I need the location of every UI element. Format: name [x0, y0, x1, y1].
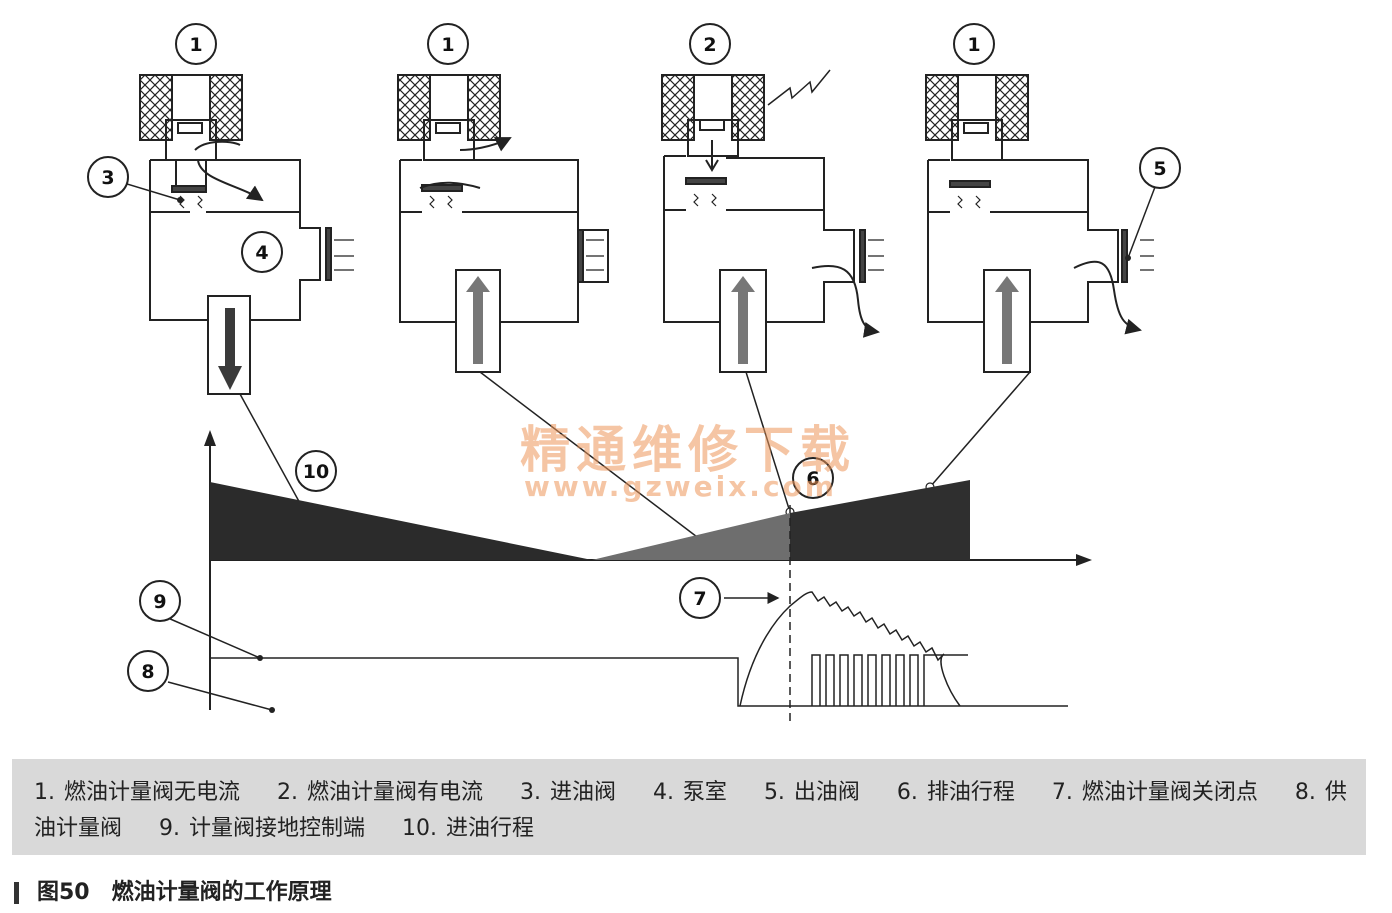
legend-item: 5. 出油阀 — [763, 780, 860, 805]
svg-text:4: 4 — [255, 242, 268, 264]
svg-text:1: 1 — [189, 34, 202, 56]
signal-traces — [167, 591, 1068, 711]
valve-unit-2 — [397, 74, 609, 373]
svg-text:2: 2 — [703, 34, 716, 56]
legend-item: 2. 燃油计量阀有电流 — [276, 780, 483, 805]
svg-text:1: 1 — [441, 34, 454, 56]
current-curve — [739, 591, 961, 707]
callout-intake-stroke: 10 — [295, 450, 337, 492]
callout-v4: 1 — [953, 23, 995, 65]
callout-v3: 2 — [689, 23, 731, 65]
callout-outlet-valve: 5 — [1125, 147, 1181, 261]
callout-v2: 1 — [427, 23, 469, 65]
legend-list: 1. 燃油计量阀无电流 2. 燃油计量阀有电流 3. 进油阀 4. 泵室 5. … — [34, 775, 1354, 847]
svg-text:5: 5 — [1153, 158, 1166, 180]
callout-discharge-stroke: 6 — [792, 457, 834, 499]
watermark-url: www.gzweix.com — [524, 470, 837, 503]
pwm-pulses — [811, 654, 968, 706]
valve-unit-3 — [661, 69, 884, 373]
svg-text:8: 8 — [141, 661, 154, 683]
stroke-graph — [204, 430, 1092, 710]
watermark-text: 精通维修下载 — [520, 420, 856, 479]
intake-stroke-area — [210, 482, 592, 560]
legend-item: 6. 排油行程 — [896, 780, 1015, 805]
callout-pump-chamber: 4 — [241, 231, 283, 273]
legend-item: 10. 进油行程 — [402, 816, 534, 841]
caption-text: 图50 燃油计量阀的工作原理 — [37, 880, 332, 905]
legend-item: 7. 燃油计量阀关闭点 — [1051, 780, 1258, 805]
legend-box: 1. 燃油计量阀无电流 2. 燃油计量阀有电流 3. 进油阀 4. 泵室 5. … — [12, 759, 1366, 855]
discharge-stroke-area-light — [592, 513, 790, 560]
svg-text:9: 9 — [153, 591, 166, 613]
svg-text:3: 3 — [101, 167, 114, 189]
callout-inlet-valve: 3 — [87, 156, 183, 203]
callout-closing-point: 7 — [679, 577, 780, 619]
valve-unit-1 — [139, 74, 354, 395]
svg-text:10: 10 — [303, 461, 329, 483]
caption-marker — [14, 882, 19, 904]
legend-item: 4. 泵室 — [652, 780, 727, 805]
callout-ground-control: 9 — [139, 580, 181, 622]
svg-text:1: 1 — [967, 34, 980, 56]
svg-text:7: 7 — [693, 588, 706, 610]
discharge-stroke-area-dark — [790, 480, 970, 560]
valve-unit-4 — [925, 74, 1154, 373]
callout-v1: 1 — [175, 23, 217, 65]
control-signal-trace — [210, 657, 1068, 707]
legend-item: 3. 进油阀 — [519, 780, 616, 805]
fuel-metering-valve-diagram: 1 1 2 1 3 4 5 — [87, 23, 1181, 725]
svg-text:6: 6 — [806, 468, 819, 490]
legend-item: 1. 燃油计量阀无电流 — [34, 780, 240, 805]
legend-item: 9. 计量阀接地控制端 — [159, 816, 365, 841]
figure-caption: 图50 燃油计量阀的工作原理 — [14, 874, 332, 906]
callout-metering-valve: 8 — [127, 650, 169, 692]
legend-item: 8. 供油计量阀 — [34, 780, 1347, 841]
